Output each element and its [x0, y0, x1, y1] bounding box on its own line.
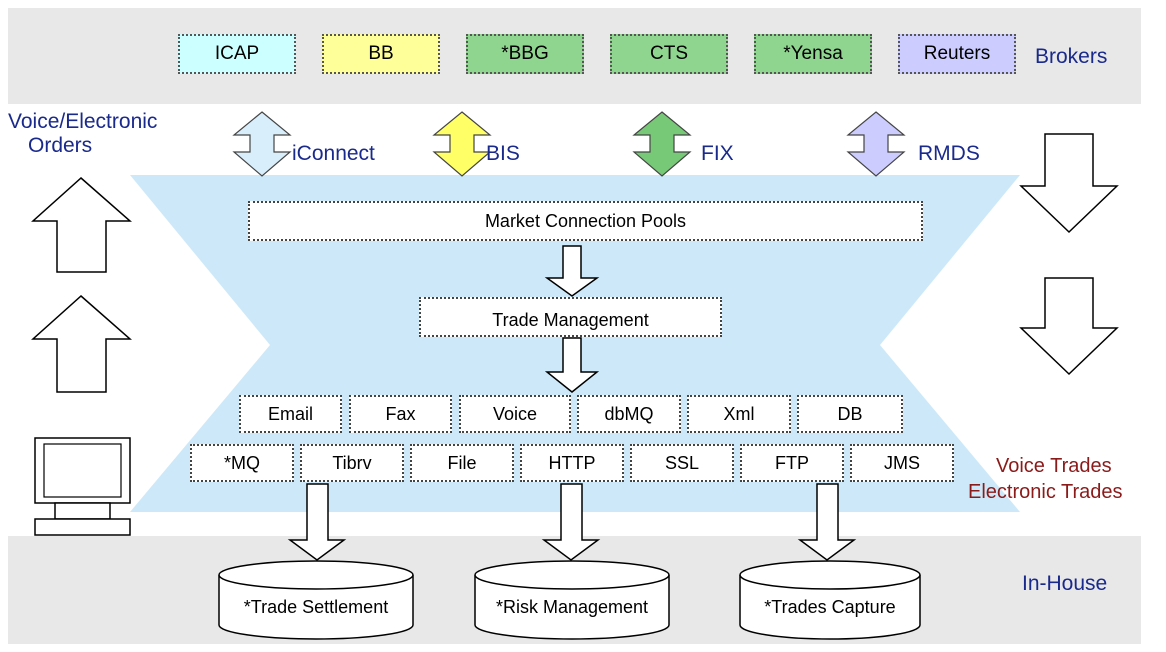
protocol-bis-label: BIS [486, 142, 520, 165]
broker-cts: CTS [610, 34, 728, 74]
channel-ftp: FTP [740, 444, 844, 482]
channel-jms: JMS [850, 444, 954, 482]
arrow-pools-to-tm [544, 245, 600, 297]
double-arrow-fix [632, 111, 692, 177]
arrow-tm-to-protocols [544, 337, 600, 393]
trade-management-box: Trade Management [419, 297, 722, 337]
risk-management-label: *Risk Management [495, 597, 649, 617]
arrow-to-capture [797, 483, 857, 561]
channel-tibrv: Tibrv [300, 444, 404, 482]
channel-voice: Voice [459, 395, 571, 433]
broker-bb: BB [322, 34, 440, 74]
protocol-iconnect-label: iConnect [292, 142, 375, 165]
protocol-rmds-label: RMDS [918, 142, 980, 165]
cylinder-trades-capture [739, 560, 921, 640]
voice-trades-label: Voice Trades [996, 455, 1112, 477]
channel-http: HTTP [520, 444, 624, 482]
market-connection-pools-box: Market Connection Pools [248, 201, 923, 241]
right-down-arrow-1 [1019, 133, 1119, 234]
electronic-trades-label: Electronic Trades [968, 481, 1123, 503]
broker-bbg: *BBG [466, 34, 584, 74]
broker-icap: ICAP [178, 34, 296, 74]
double-arrow-iconnect [232, 111, 292, 177]
broker-yensa: *Yensa [754, 34, 872, 74]
trade-settlement-label: *Trade Settlement [243, 597, 389, 617]
channel-dbmq: dbMQ [577, 395, 681, 433]
left-up-arrow-2 [31, 294, 132, 393]
channel-email: Email [239, 395, 342, 433]
channel-xml: Xml [687, 395, 791, 433]
channel-mq: *MQ [190, 444, 294, 482]
channel-ssl: SSL [630, 444, 734, 482]
brokers-label: Brokers [1035, 45, 1108, 68]
arrow-to-settlement [287, 483, 347, 561]
protocol-fix-label: FIX [701, 142, 734, 165]
arrow-to-risk [541, 483, 601, 561]
right-down-arrow-2 [1019, 277, 1119, 376]
cylinder-trade-settlement [218, 560, 414, 640]
voice-electronic-orders-title-line2: Orders [28, 134, 93, 157]
broker-reuters: Reuters [898, 34, 1016, 74]
cylinder-risk-management [474, 560, 670, 640]
channel-db: DB [797, 395, 903, 433]
channel-fax: Fax [349, 395, 452, 433]
double-arrow-rmds [846, 111, 906, 177]
left-up-arrow-1 [31, 176, 132, 273]
double-arrow-bis [432, 111, 492, 177]
computer-terminal-icon [34, 437, 131, 536]
trades-capture-label: *Trades Capture [764, 597, 896, 617]
inhouse-label: In-House [1022, 572, 1108, 595]
voice-electronic-orders-title-line1: Voice/Electronic [8, 110, 158, 133]
channel-file: File [410, 444, 514, 482]
